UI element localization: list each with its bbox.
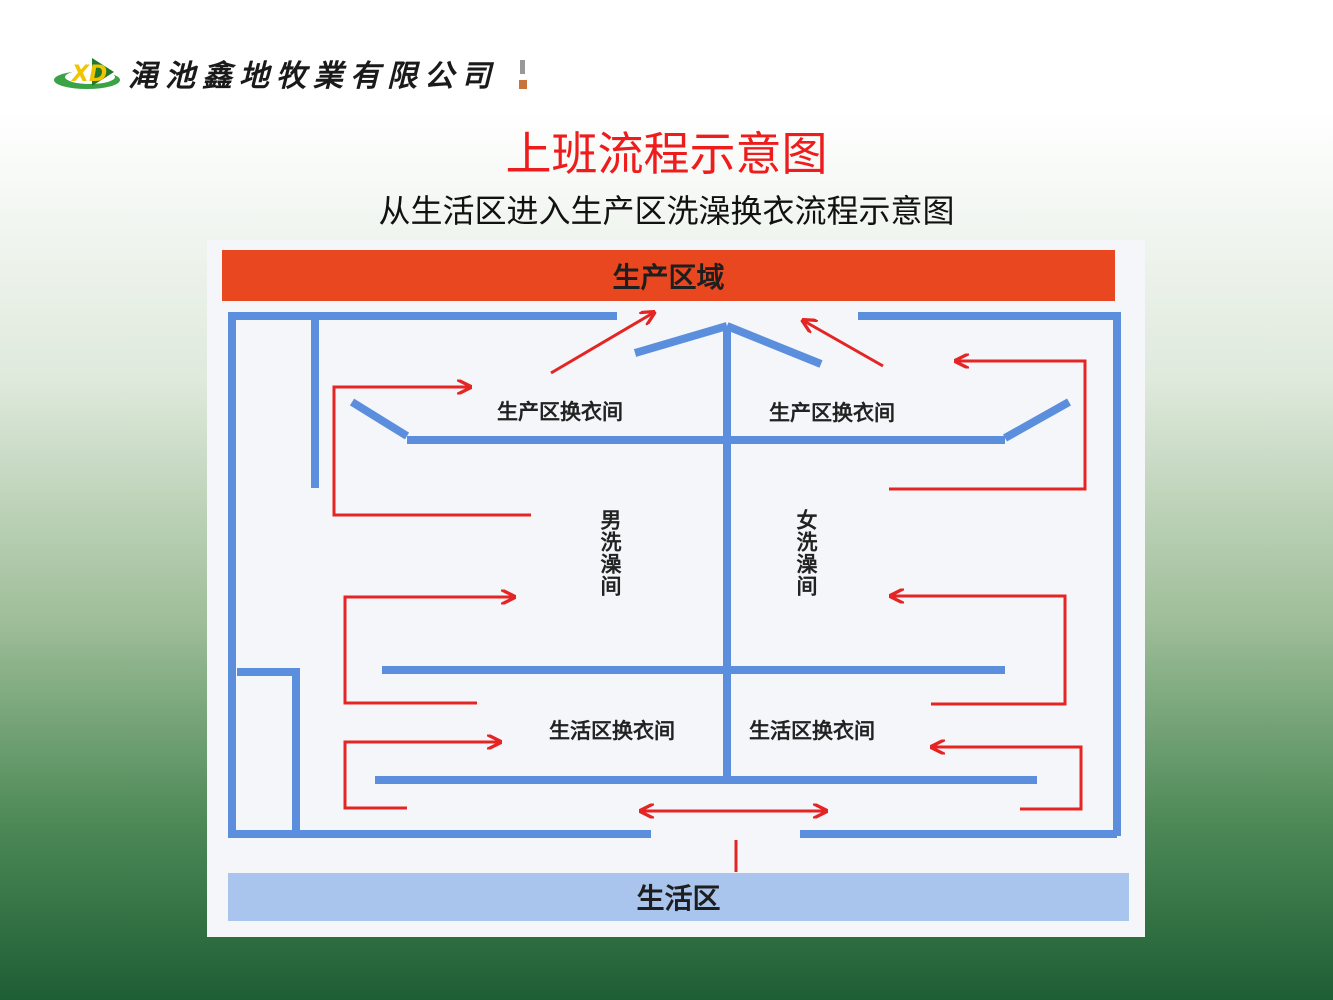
arrow-men-into-shower	[343, 597, 513, 705]
page-subtitle: 从生活区进入生产区洗澡换衣流程示意图	[378, 192, 955, 230]
arrow-women-into-shower	[892, 596, 1067, 706]
small-room-wall	[237, 668, 300, 832]
flow-diagram: 生产区域	[207, 240, 1145, 937]
logo-letters: XD	[70, 62, 107, 87]
wall-lines	[228, 312, 1121, 838]
outer-wall-left	[228, 312, 617, 835]
flow-arrows	[332, 313, 1087, 872]
company-name: 渑池鑫地牧業有限公司	[128, 59, 498, 94]
entry-slant-right	[725, 322, 823, 368]
entry-slant-left	[633, 322, 729, 357]
xd-logo-icon: XD	[52, 50, 122, 96]
arrow-men-exit	[550, 313, 653, 375]
prod-change-room-right-label: 生产区换衣间	[769, 401, 895, 425]
living-zone-banner: 生活区	[228, 873, 1129, 921]
company-logo: XD 渑池鑫地牧業有限公司	[52, 48, 498, 98]
floor-plan	[228, 240, 1121, 872]
outer-wall-right	[858, 312, 1121, 836]
prod-change-slant-right	[1003, 398, 1071, 442]
production-zone-banner: 生产区域	[222, 250, 1115, 301]
prod-change-slant-left	[349, 398, 410, 440]
page-title: 上班流程示意图	[505, 127, 828, 181]
prod-change-room-left-label: 生产区换衣间	[497, 400, 623, 424]
arrow-women-into-live-change	[933, 747, 1083, 811]
live-change-room-right-label: 生活区换衣间	[749, 719, 875, 743]
arrow-women-exit	[804, 321, 884, 368]
female-shower-label: 女洗澡间	[794, 509, 818, 597]
arrow-men-into-live-change	[343, 742, 499, 810]
live-change-room-left-label: 生活区换衣间	[549, 719, 675, 743]
arrow-men-into-prod-change	[332, 387, 531, 517]
seal-stamp	[516, 58, 530, 92]
male-shower-label: 男洗澡间	[598, 509, 622, 597]
arrow-women-into-prod-change	[889, 361, 1087, 491]
